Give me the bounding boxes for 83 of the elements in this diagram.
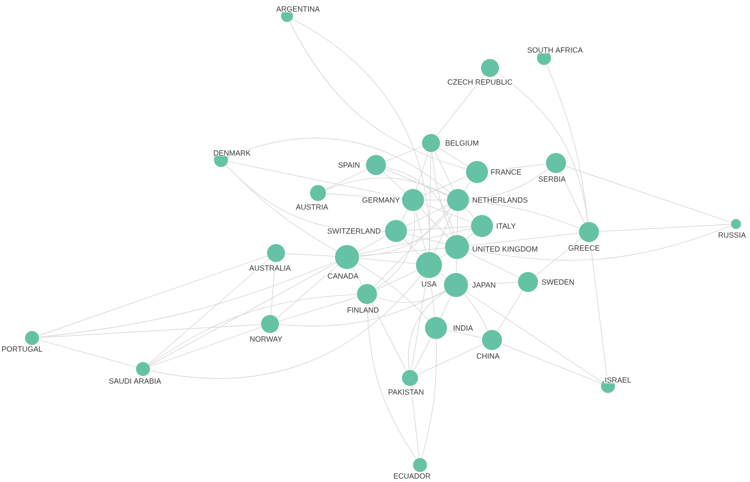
connection-line <box>466 291 602 382</box>
connection-line <box>406 226 472 231</box>
connection-line <box>228 161 402 198</box>
connection-line <box>276 264 338 318</box>
connection-line <box>456 210 458 236</box>
connection-line <box>434 210 454 254</box>
connection-line <box>376 290 446 303</box>
connection-line <box>411 278 428 370</box>
connection-line <box>536 238 582 276</box>
connection-line <box>325 169 368 190</box>
connection-line <box>284 253 336 257</box>
connection-line <box>560 172 585 224</box>
connection-line <box>385 168 448 196</box>
connection-line <box>501 343 602 384</box>
connection-line <box>434 150 454 190</box>
connection-line <box>38 324 262 338</box>
connection-line <box>446 330 482 338</box>
connection-line <box>438 148 468 166</box>
connection-line <box>38 340 136 368</box>
connection-line <box>226 164 337 252</box>
connection-line <box>148 262 337 366</box>
connection-line <box>497 290 523 332</box>
connection-line <box>150 275 422 379</box>
connection-line <box>465 208 475 218</box>
connection-line <box>440 296 452 318</box>
connection-line <box>406 204 448 226</box>
connection-line <box>325 178 448 196</box>
connection-line <box>401 209 408 222</box>
connection-line <box>464 180 472 192</box>
connection-line <box>358 208 452 257</box>
connection-line <box>468 252 520 278</box>
connection-line <box>468 232 580 246</box>
connection-line <box>376 270 418 290</box>
connection-line <box>430 278 436 318</box>
connection-line <box>408 291 446 370</box>
connection-line <box>358 248 446 256</box>
connection-line <box>38 261 336 338</box>
connection-line <box>371 302 407 372</box>
connection-line <box>357 262 429 320</box>
connection-line <box>468 225 732 261</box>
connection-line <box>413 338 432 372</box>
connection-line <box>149 326 262 367</box>
connection-line <box>270 262 276 316</box>
connection-line <box>421 338 437 458</box>
connection-line <box>410 386 420 458</box>
connection-line <box>383 172 406 193</box>
connection-line <box>366 304 416 460</box>
connection-line <box>468 200 580 229</box>
connection-line <box>403 238 420 256</box>
connection-line <box>436 74 485 136</box>
connection-line <box>385 146 423 162</box>
connection-line <box>38 256 268 336</box>
connection-line <box>358 228 472 255</box>
connection-line <box>497 72 588 222</box>
connection-line <box>358 258 416 264</box>
connection-line <box>357 236 386 252</box>
connection-line <box>415 210 426 253</box>
connection-line <box>292 18 430 252</box>
connection-line <box>464 294 488 332</box>
connection-line <box>148 294 358 366</box>
connection-line <box>406 233 446 244</box>
connection-line <box>439 272 447 278</box>
connection-line <box>278 296 358 322</box>
connection-line <box>440 253 448 258</box>
connection-line <box>466 232 474 240</box>
connection-line <box>423 204 472 222</box>
connection-line <box>417 344 484 375</box>
connection-line <box>546 64 588 222</box>
connection-line <box>420 208 450 238</box>
connection-line <box>590 242 608 380</box>
connection-line <box>278 290 446 326</box>
connection-line <box>422 176 468 196</box>
connection-line <box>289 21 467 170</box>
connection-line <box>374 208 451 288</box>
connection-line <box>456 258 458 274</box>
connection-line <box>432 152 453 236</box>
connection-line <box>565 166 732 223</box>
connection-line <box>227 138 450 193</box>
connection-line <box>416 151 429 190</box>
connection-line <box>375 210 415 289</box>
connection-line <box>148 258 270 365</box>
connection-line <box>598 224 732 232</box>
connection-line <box>386 167 455 236</box>
